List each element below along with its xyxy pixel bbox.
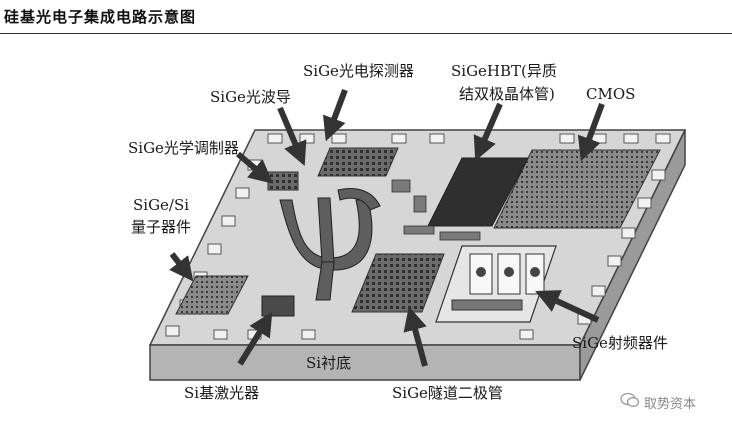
chip-front-face (149, 344, 581, 381)
arrow-photodetector (322, 88, 348, 142)
arrow-waveguide (277, 106, 307, 167)
label-photodetector: SiGe光电探测器 (303, 62, 414, 80)
wechat-icon (620, 392, 640, 407)
label-quantum-line1: SiGe/Si (133, 196, 189, 214)
rf-device-block (435, 245, 557, 323)
arrow-modulator (236, 151, 274, 184)
waveguide-structure (279, 188, 381, 301)
label-rf: SiGe射频器件 (572, 334, 668, 352)
arrow-rf (535, 290, 600, 323)
label-hbt-line2: 结双极晶体管) (459, 85, 555, 103)
label-laser: Si基激光器 (184, 384, 259, 402)
callout-arrows (169, 88, 605, 367)
page-title: 硅基光电子集成电路示意图 (4, 8, 197, 26)
arrow-laser (237, 311, 273, 366)
quantum-device-block (175, 275, 249, 315)
title-divider (0, 33, 732, 34)
cmos-block (493, 149, 661, 229)
misc-components (391, 179, 481, 241)
label-waveguide: SiGe光波导 (210, 88, 291, 106)
watermark-text: 取势资本 (644, 397, 697, 412)
hbt-block (427, 157, 529, 227)
label-modulator: SiGe光学调制器 (128, 139, 239, 157)
arrow-tunnel (403, 306, 428, 367)
arrow-quantum (169, 252, 194, 282)
label-substrate: Si衬底 (306, 354, 351, 372)
arrow-hbt (473, 102, 503, 162)
label-tunnel-diode: SiGe隧道二极管 (392, 384, 503, 402)
label-quantum-line2: 量子器件 (131, 218, 191, 236)
label-cmos: CMOS (586, 85, 635, 103)
modulator-block (267, 171, 299, 191)
label-hbt-line1: SiGeHBT(异质 (451, 62, 557, 80)
laser-block (261, 295, 295, 317)
photodetector-block (317, 147, 399, 177)
arrow-cmos (577, 102, 605, 162)
